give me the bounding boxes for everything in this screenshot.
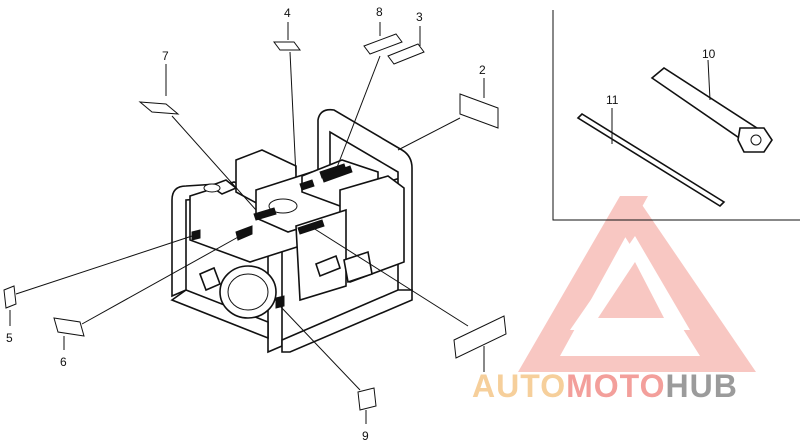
callout-4: 4 [284,6,291,20]
label-4 [273,41,301,51]
callout-numbers: 2 3 4 5 6 7 8 9 10 11 [6,5,716,443]
plug-wrench [650,67,773,153]
label-tags [3,33,507,411]
callout-5: 5 [6,331,13,345]
watermark-logo [518,196,756,372]
callout-2: 2 [479,63,486,77]
generator-drawing [170,108,413,354]
label-5 [3,285,17,309]
callout-10: 10 [702,47,716,61]
watermark-text: AUTOMOTOHUB [472,368,738,404]
label-7 [138,101,180,115]
label-3 [387,43,425,65]
tommy-bar [576,112,726,208]
label-8 [363,33,403,55]
callout-9: 9 [362,429,369,443]
watermark-hub: HUB [665,368,737,404]
callout-3: 3 [416,10,423,24]
leader-lines [9,22,485,424]
accessory-box [552,10,800,221]
callout-7: 7 [162,49,169,63]
callout-11: 11 [606,93,619,107]
callout-6: 6 [60,355,67,369]
watermark-auto: AUTO [472,368,566,404]
label-6 [53,317,85,337]
watermark-moto: MOTO [566,368,665,404]
label-9 [357,387,377,411]
label-large [453,315,507,359]
label-2 [459,93,499,129]
callout-8: 8 [376,5,383,19]
